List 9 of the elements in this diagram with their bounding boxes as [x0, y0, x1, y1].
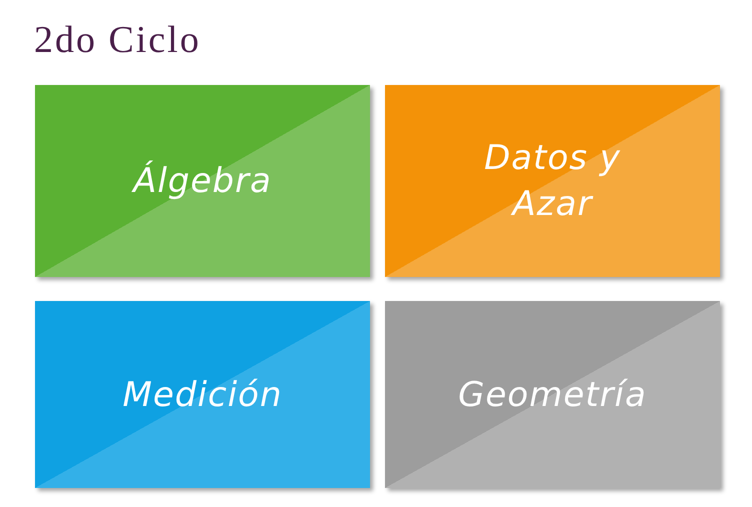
topic-tile	[385, 85, 720, 277]
tile-label: Geometría	[457, 374, 648, 416]
topic-tile	[385, 301, 720, 488]
tile-label: Medición	[122, 374, 284, 416]
title: 2do Ciclo	[34, 18, 201, 63]
topic-tile	[35, 301, 370, 488]
topic-tile	[35, 85, 370, 277]
tile-label: Datos y Azar	[483, 137, 622, 226]
tile-label: Álgebra	[130, 160, 273, 203]
